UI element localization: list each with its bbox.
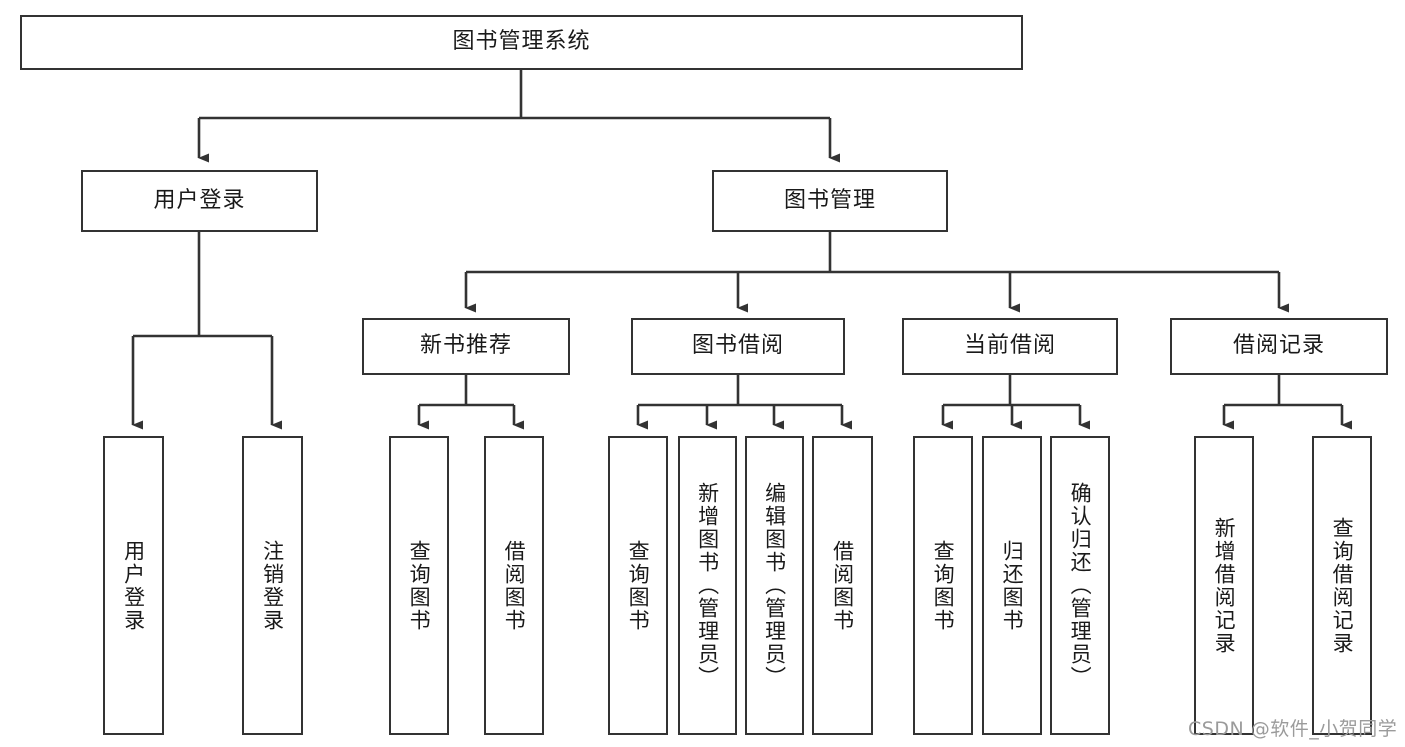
- leaf-borrow-add-book-admin[interactable]: 新增图书（管理员）: [678, 436, 737, 735]
- node-borrow-record-label: 借阅记录: [1232, 333, 1325, 359]
- leaf-current-return-book[interactable]: 归还图书: [982, 436, 1042, 735]
- leaf-user-login-signin-label: 用户登录: [121, 539, 146, 632]
- leaf-current-query-book-label: 查询图书: [931, 539, 956, 632]
- leaf-borrow-edit-book-admin-label: 编辑图书（管理员）: [762, 482, 787, 689]
- node-book-management-label: 图书管理: [783, 187, 876, 213]
- leaf-new-book-query[interactable]: 查询图书: [389, 436, 449, 735]
- node-borrow-record[interactable]: 借阅记录: [1170, 318, 1388, 375]
- node-book-borrow-label: 图书借阅: [691, 333, 784, 359]
- leaf-current-confirm-return-admin-label: 确认归还（管理员）: [1068, 482, 1093, 689]
- leaf-record-add-label: 新增借阅记录: [1212, 516, 1237, 655]
- leaf-user-login-signin[interactable]: 用户登录: [103, 436, 164, 735]
- node-current-borrow-label: 当前借阅: [963, 333, 1056, 359]
- node-user-login[interactable]: 用户登录: [81, 170, 318, 232]
- leaf-borrow-borrow-book-label: 借阅图书: [830, 539, 855, 632]
- leaf-current-confirm-return-admin[interactable]: 确认归还（管理员）: [1050, 436, 1110, 735]
- leaf-record-query-label: 查询借阅记录: [1330, 516, 1355, 655]
- leaf-current-query-book[interactable]: 查询图书: [913, 436, 973, 735]
- node-new-book-recommend[interactable]: 新书推荐: [362, 318, 570, 375]
- node-current-borrow[interactable]: 当前借阅: [902, 318, 1118, 375]
- leaf-record-add[interactable]: 新增借阅记录: [1194, 436, 1254, 735]
- leaf-user-login-signout[interactable]: 注销登录: [242, 436, 303, 735]
- node-root-label: 图书管理系统: [452, 29, 591, 55]
- node-user-login-label: 用户登录: [153, 187, 246, 213]
- leaf-record-query[interactable]: 查询借阅记录: [1312, 436, 1372, 735]
- leaf-borrow-borrow-book[interactable]: 借阅图书: [812, 436, 873, 735]
- node-root[interactable]: 图书管理系统: [20, 15, 1023, 70]
- leaf-borrow-query-book[interactable]: 查询图书: [608, 436, 668, 735]
- leaf-borrow-edit-book-admin[interactable]: 编辑图书（管理员）: [745, 436, 804, 735]
- leaf-new-book-query-label: 查询图书: [407, 539, 432, 632]
- leaf-user-login-signout-label: 注销登录: [260, 539, 285, 632]
- watermark-text: CSDN @软件_小贺同学: [1188, 718, 1398, 740]
- leaf-new-book-borrow-label: 借阅图书: [502, 539, 527, 632]
- node-new-book-recommend-label: 新书推荐: [419, 333, 512, 359]
- leaf-current-return-book-label: 归还图书: [1000, 539, 1025, 632]
- leaf-borrow-add-book-admin-label: 新增图书（管理员）: [695, 482, 720, 689]
- node-book-borrow[interactable]: 图书借阅: [631, 318, 845, 375]
- leaf-new-book-borrow[interactable]: 借阅图书: [484, 436, 544, 735]
- leaf-borrow-query-book-label: 查询图书: [626, 539, 651, 632]
- node-book-management[interactable]: 图书管理: [712, 170, 948, 232]
